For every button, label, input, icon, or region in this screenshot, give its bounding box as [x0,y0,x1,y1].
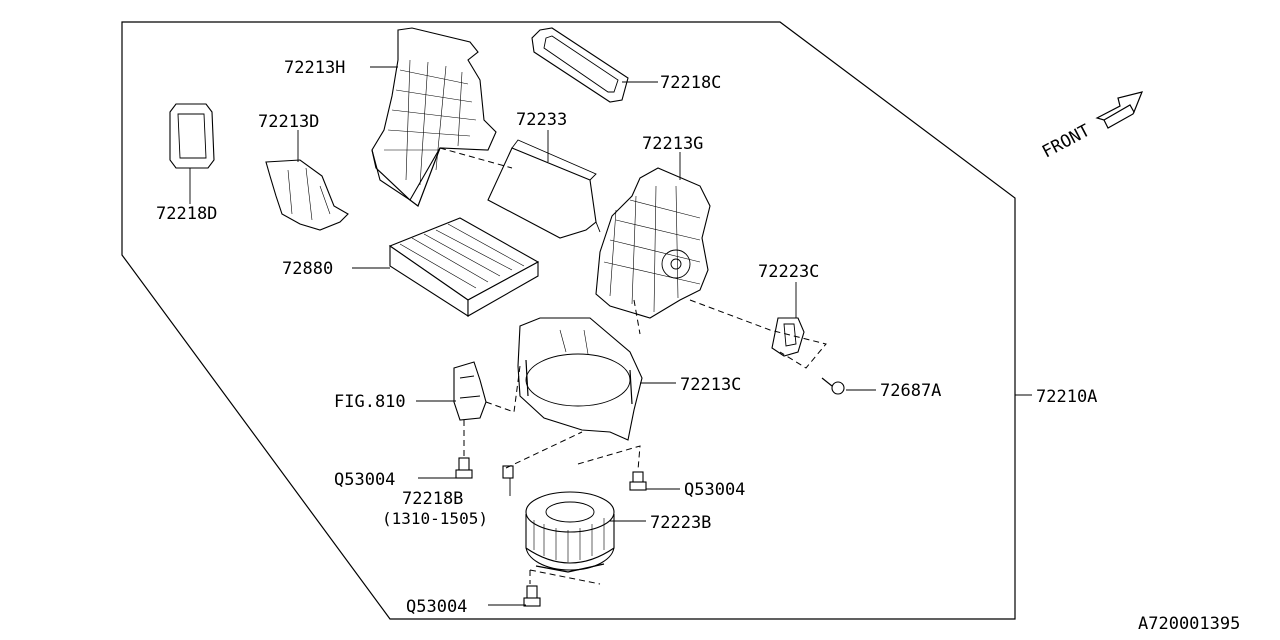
assembly-dash-lines [439,147,827,585]
assembly-boundary [121,21,1016,620]
label-q53004-bottom: Q53004 [406,597,467,617]
screw-q53004-bottom [523,585,541,607]
label-72218c: 72218C [660,73,721,93]
bracket-fig810 [453,361,487,421]
lower-case-72213c [517,317,643,441]
seal-72218d [169,103,215,169]
label-72687a: 72687A [880,381,941,401]
duct-72213h [371,27,497,207]
filter-72880 [388,217,540,318]
front-label: FRONT [1039,121,1094,163]
leader-lines [189,66,1032,606]
label-72223c: 72223C [758,262,819,282]
bracket-72223c [771,317,805,357]
label-72880: 72880 [282,259,333,279]
seal-72218c [531,27,629,103]
label-72213g: 72213G [642,134,703,154]
blower-housing-72213g [595,167,711,319]
label-72213h: 72213H [284,58,345,78]
label-72223b: 72223B [650,513,711,533]
filter-frame-72233 [487,139,601,239]
screw-72687a [821,377,845,395]
label-72218d: 72218D [156,204,217,224]
duct-72213d [265,159,349,231]
label-q53004-left: Q53004 [334,470,395,490]
label-72233: 72233 [516,110,567,130]
label-q53004-right: Q53004 [684,480,745,500]
label-72218b: 72218B [402,489,463,509]
label-72213c: 72213C [680,375,741,395]
label-72213d: 72213D [258,112,319,132]
blower-motor-72223b [525,491,615,573]
label-fig810: FIG.810 [334,392,406,412]
front-arrow-icon [1095,91,1143,129]
screw-q53004-right [629,471,647,491]
seal-72218b [502,465,514,479]
screw-q53004-left [455,457,473,479]
document-id: A720001395 [1138,614,1240,634]
label-72218b-note: (1310-1505) [382,509,488,528]
label-72210a: 72210A [1036,387,1097,407]
